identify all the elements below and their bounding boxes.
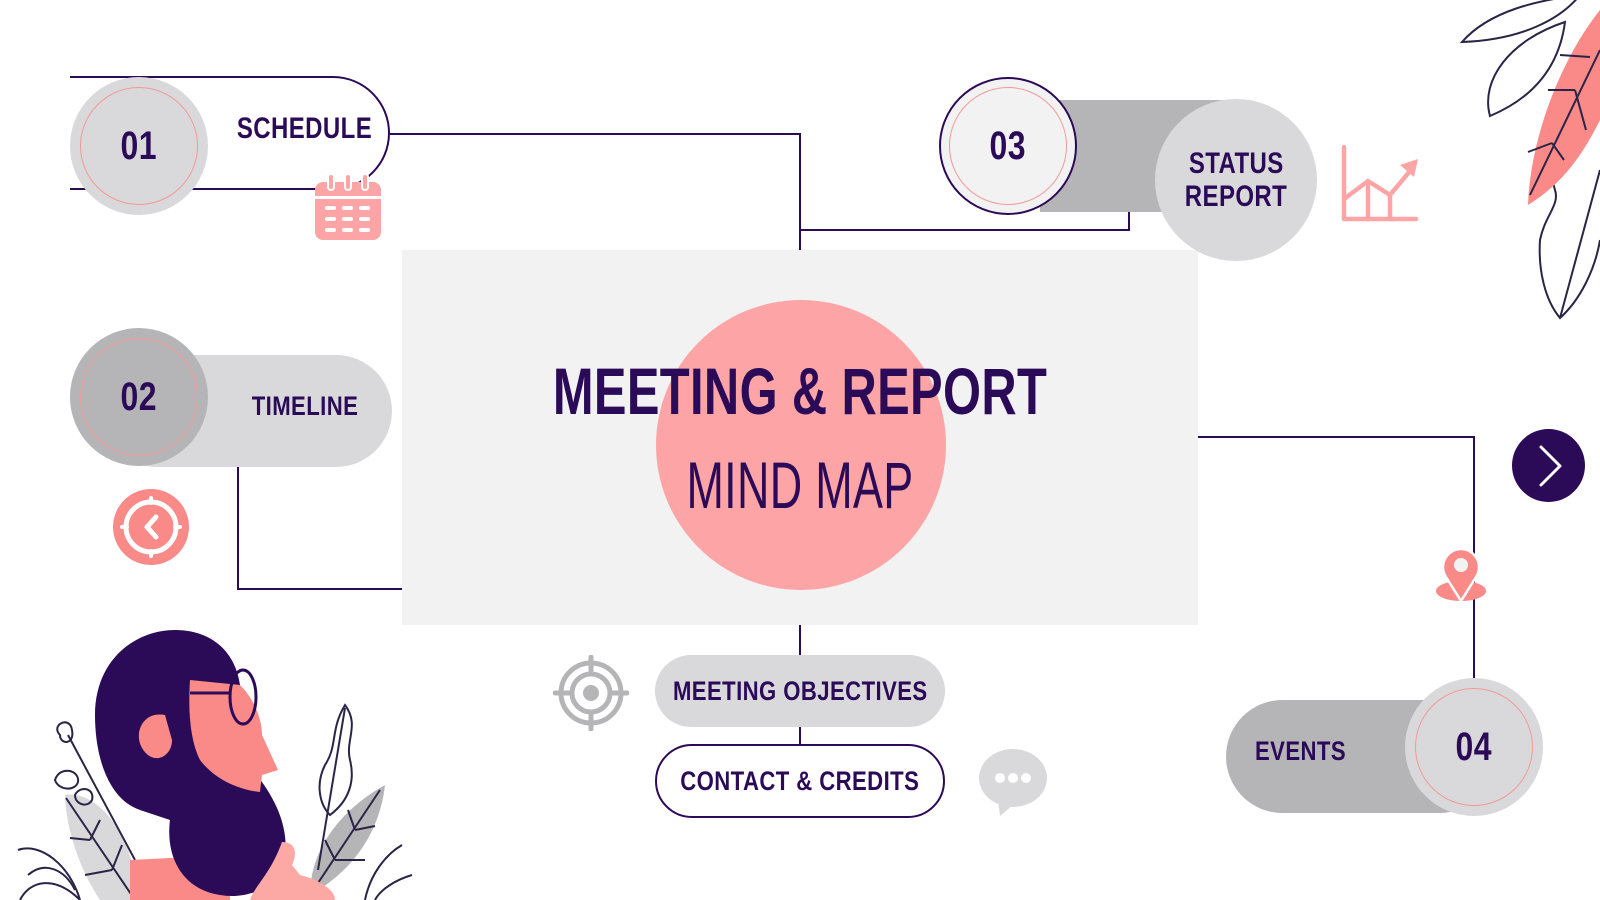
slide-subtitle: MIND MAP (402, 452, 1198, 518)
clock-icon (113, 489, 189, 565)
connector-timeline-v (237, 466, 239, 590)
connector-events-h (1198, 436, 1475, 438)
schedule-label: SCHEDULE (236, 112, 373, 145)
meeting-objectives-button[interactable]: MEETING OBJECTIVES (655, 655, 945, 727)
calendar-icon (313, 172, 383, 242)
connector-timeline-h (237, 588, 413, 590)
location-pin-icon (1434, 543, 1488, 603)
node-04-number: 04 (1455, 724, 1493, 769)
chart-up-icon (1340, 145, 1420, 223)
timeline-label: TIMELINE (251, 391, 359, 421)
title-text: MEETING & REPORT (552, 354, 1048, 428)
connector-schedule-v (799, 133, 801, 251)
chevron-right-icon (1539, 445, 1562, 487)
slide-title: MEETING & REPORT (402, 358, 1198, 424)
node-01-circle[interactable]: 01 (70, 77, 208, 215)
node-03-number: 03 (989, 123, 1027, 168)
next-slide-button[interactable] (1512, 429, 1585, 502)
node-03-circle[interactable]: 03 (939, 77, 1077, 215)
center-accent-circle (656, 300, 946, 590)
leaf-decoration-top-right (1460, 0, 1600, 330)
person-illustration (0, 620, 420, 900)
node-04-circle[interactable]: 04 (1405, 678, 1543, 816)
status-label-line2: REPORT (1184, 180, 1288, 213)
node-status-report[interactable]: STATUS REPORT (1155, 99, 1317, 261)
chat-bubble-icon (978, 748, 1048, 816)
status-label-line1: STATUS (1188, 147, 1284, 180)
target-icon (553, 655, 629, 731)
connector-bottom-v1 (799, 625, 801, 657)
connector-status-h (799, 229, 1130, 231)
node-01-number: 01 (120, 123, 158, 168)
node-02-number: 02 (120, 374, 158, 419)
connector-schedule-h (390, 133, 801, 135)
events-label: EVENTS (1255, 736, 1347, 766)
connector-status-v (1128, 212, 1130, 231)
subtitle-text: MIND MAP (686, 448, 914, 522)
node-02-circle[interactable]: 02 (70, 328, 208, 466)
connector-bottom-v2 (799, 727, 801, 745)
contact-credits-button[interactable]: CONTACT & CREDITS (655, 744, 945, 818)
